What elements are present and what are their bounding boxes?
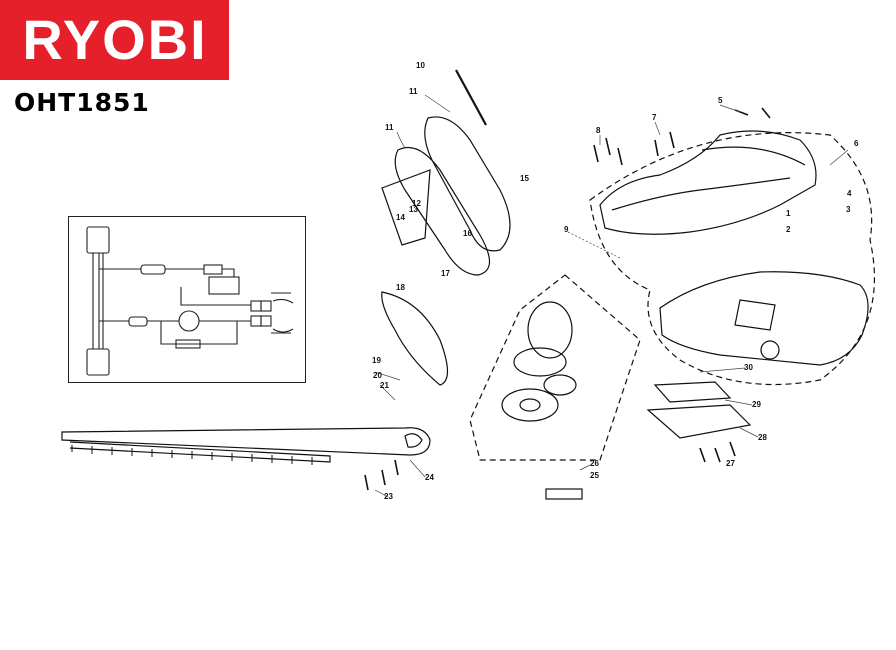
part-label: 26 [590, 459, 599, 468]
switch-bottom [86, 348, 110, 376]
blade-guard-part [381, 291, 449, 386]
part-label: 1 [786, 209, 791, 218]
brand-logo: RYOBI [0, 0, 229, 80]
part-label: 4 [847, 189, 852, 198]
upper-housing-part [599, 130, 817, 235]
brand-logo-text: RYOBI [22, 8, 208, 71]
model-number: OHT1851 [14, 88, 150, 117]
part-label: 3 [846, 205, 851, 214]
part-label: 19 [372, 356, 381, 365]
wiring-schematic [68, 216, 306, 383]
lower-housing-part [659, 271, 869, 366]
switch-top [86, 226, 110, 254]
part-label: 16 [463, 229, 472, 238]
gear-part [513, 347, 567, 377]
part-label: 8 [596, 126, 601, 135]
part-label: 17 [441, 269, 450, 278]
part-label: 23 [384, 492, 393, 501]
part-label: 14 [396, 213, 405, 222]
handle-right-part [394, 146, 491, 276]
plate-part [545, 488, 583, 500]
part-label: 9 [564, 225, 569, 234]
part-label: 11 [409, 87, 418, 96]
part-label: 12 [412, 199, 421, 208]
part-label: 5 [718, 96, 723, 105]
part-label: 29 [752, 400, 761, 409]
part-label: 13 [409, 205, 418, 214]
blade-part [61, 427, 431, 456]
assembly-outline [589, 132, 876, 386]
part-label: 15 [520, 174, 529, 183]
wiring-schematic-drawing [86, 226, 294, 376]
part-label: 18 [396, 283, 405, 292]
part-label: 6 [854, 139, 859, 148]
rod-part [455, 69, 487, 126]
part-label: 30 [744, 363, 753, 372]
part-label: 25 [590, 471, 599, 480]
part-label: 24 [425, 473, 434, 482]
part-label: 7 [652, 113, 657, 122]
part-label: 21 [380, 381, 389, 390]
part-label: 10 [416, 61, 425, 70]
handle-left-part [424, 116, 511, 252]
base-plate-part [646, 404, 752, 439]
part-label: 27 [726, 459, 735, 468]
gearbox-outline [469, 274, 641, 461]
part-label: 20 [373, 371, 382, 380]
motor-part [527, 301, 573, 359]
part-label: 28 [758, 433, 767, 442]
part-label: 2 [786, 225, 791, 234]
part-label: 11 [385, 123, 394, 132]
guard-plate-part [381, 169, 431, 246]
cover-plate-part [653, 381, 732, 403]
